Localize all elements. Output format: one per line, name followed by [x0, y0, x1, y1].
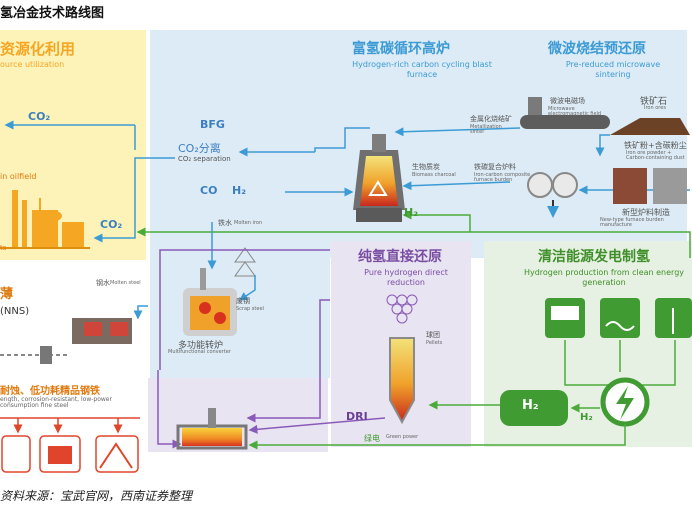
iron-ores-label: 铁矿石 — [640, 97, 668, 107]
converter-en: Multifunctional converter — [168, 349, 231, 355]
iron-ores-en: Iron ores — [644, 105, 666, 111]
converter-icon — [183, 247, 256, 336]
metallization-en: Metallization sinter — [470, 124, 502, 136]
resource-title: 资源化利用 — [0, 40, 76, 58]
green-power-en: Green power — [386, 434, 419, 440]
microwave-field-en: Microwave electromagnetic field — [548, 106, 602, 118]
nns-subtitle: (NNS) — [0, 306, 30, 317]
co2-separation-label: CO₂分离 — [178, 142, 221, 155]
shaft-furnace-icon — [389, 337, 415, 425]
page-title: 氢冶金技术路线图 — [0, 6, 105, 21]
nns-title: 薄 — [0, 287, 14, 302]
refinery-icon — [0, 190, 90, 249]
new-burden-label: 新型炉料制造 — [622, 208, 670, 217]
powder-label: 铁矿粉+含碳粉尘 — [624, 141, 687, 150]
electric-furnace-icon — [176, 408, 248, 450]
metallization-label: 金属化烧结矿 — [470, 115, 512, 123]
resource-fragment: ts — [0, 244, 7, 252]
blast-furnace-title: 富氢碳循环高炉 — [352, 41, 450, 57]
source-footnote: 资料来源：宝武官网，西南证券整理 — [0, 489, 193, 503]
biomass-label: 生物质炭 — [412, 163, 440, 171]
composite-label: 铁碳复合炉料 — [474, 163, 516, 171]
pellets-label: 球团 — [426, 331, 440, 339]
pure-h2-title: 纯氢直接还原 — [358, 249, 442, 265]
pellets-icon — [386, 294, 418, 324]
molten-steel-label: 钢水 — [96, 279, 110, 287]
dri-label: DRI — [346, 410, 368, 423]
microwave-title: 微波烧结预还原 — [548, 41, 646, 57]
h2-flow-label: H₂ — [580, 412, 593, 423]
microwave-subtitle: Pre-reduced microwave sintering — [565, 60, 661, 79]
clean-energy-title: 清洁能源发电制氢 — [538, 249, 650, 265]
tank-label: H₂ — [522, 398, 539, 413]
molten-iron-label: 铁水 — [218, 219, 232, 227]
molten-steel-en: Molten steel — [110, 280, 141, 286]
biomass-en: Biomass charcoal — [412, 172, 456, 178]
pellets-en: Pellets — [426, 340, 443, 346]
hydro-icon — [600, 298, 640, 338]
h2-label-furnace: H₂ — [404, 206, 419, 219]
h2-label-bf: H₂ — [232, 184, 247, 197]
powder-en: Iron ore powder + Carbon-containing dust — [626, 150, 685, 162]
microwave-field-label: 微波电磁场 — [550, 97, 585, 105]
oilfield-label: in oilfield — [0, 172, 37, 181]
converter-label: 多功能转炉 — [178, 341, 224, 351]
scrap-label: 废钢 — [236, 297, 250, 305]
solar-panel-icon — [545, 298, 585, 338]
molten-iron-en: Molten iron — [234, 220, 263, 226]
power-icon — [600, 377, 650, 427]
wind-turbine-icon — [655, 298, 692, 338]
blast-furnace-icon — [353, 134, 405, 222]
casting-machine-icon — [0, 318, 132, 364]
microwave-sintering-icon — [520, 97, 690, 218]
fine-steel-en: ength, corrosion-resistant, low-power co… — [0, 396, 112, 410]
green-power-label: 绿电 — [364, 434, 380, 443]
co2-label-bottom: CO₂ — [100, 218, 123, 231]
composite-en: Iron-carbon composite furnace burden — [474, 172, 531, 184]
blast-furnace-subtitle: Hydrogen-rich carbon cycling blast furna… — [352, 60, 492, 79]
resource-subtitle: ource utilization — [0, 60, 65, 69]
converter-panel — [150, 258, 330, 378]
scrap-en: Scrap steel — [236, 306, 264, 312]
clean-energy-subtitle: Hydrogen production from clean energy ge… — [523, 268, 685, 287]
co2-separation-en: CO₂ separation — [178, 155, 231, 163]
new-burden-en: New-type furnace burden manufacture — [600, 217, 664, 229]
blast-furnace-panel — [150, 30, 687, 258]
pure-h2-subtitle: Pure hydrogen direct reduction — [364, 268, 448, 287]
steel-products-icons — [1, 435, 139, 473]
bfg-label: BFG — [200, 118, 225, 131]
co-label: CO — [200, 184, 218, 197]
hydrogen-tank-icon — [500, 390, 568, 426]
fine-steel-label: 耐蚀、低功耗精品钢铁 — [0, 386, 100, 397]
co2-label-top: CO₂ — [28, 110, 51, 123]
